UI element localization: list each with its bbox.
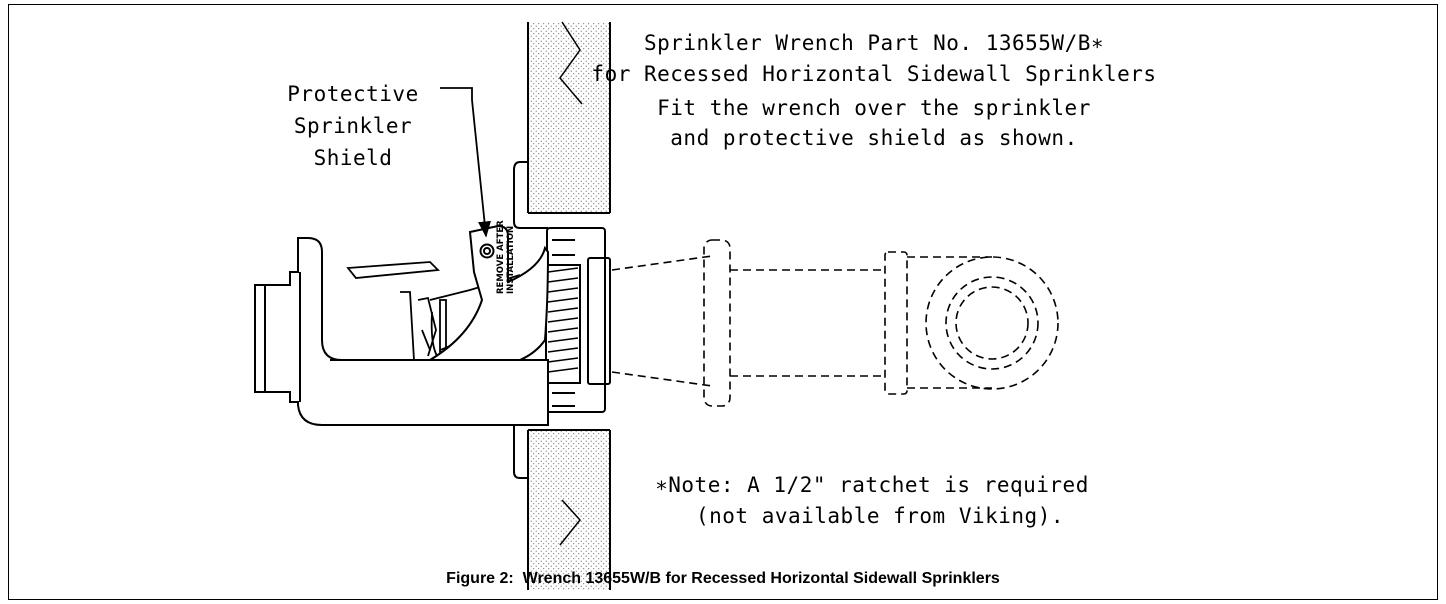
sprinkler-body (545, 227, 611, 413)
title-line-2: for Recessed Horizontal Sidewall Sprinkl… (591, 62, 1156, 86)
wall-lower (527, 429, 611, 590)
shield-text-line-1: REMOVE AFTER (496, 220, 506, 294)
note-line-2: (not available from Viking). (696, 504, 1064, 528)
callout-line-2: Sprinkler (294, 114, 412, 138)
title-block: Sprinkler Wrench Part No. 13655W/B∗ for … (591, 31, 1156, 150)
note-block: ∗Note: A 1/2" ratchet is required (not a… (655, 473, 1089, 528)
ratchet-dashed (611, 239, 1059, 407)
note-line-1: ∗Note: A 1/2" ratchet is required (655, 473, 1089, 497)
callout-leader-arrow (440, 87, 491, 238)
title-line-3: Fit the wrench over the sprinkler (657, 96, 1091, 120)
title-line-4: and protective shield as shown. (670, 126, 1077, 150)
callout-label: Protective Sprinkler Shield (287, 82, 418, 170)
callout-line-3: Shield (314, 146, 393, 170)
wall-upper (527, 21, 611, 214)
callout-line-1: Protective (287, 82, 418, 106)
protective-shield (426, 224, 550, 361)
figure-caption: Figure 2: Wrench 13655W/B for Recessed H… (446, 570, 1000, 587)
figure-frame (8, 4, 1438, 600)
title-line-1: Sprinkler Wrench Part No. 13655W/B∗ (644, 31, 1104, 55)
shield-text-line-2: INSTALLATION (506, 226, 516, 294)
